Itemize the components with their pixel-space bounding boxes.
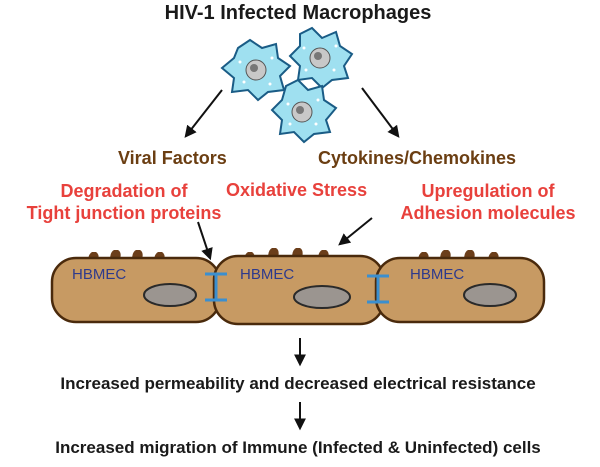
outcome-migration: Increased migration of Immune (Infected … <box>55 438 541 457</box>
junction-icon <box>205 272 227 302</box>
tight-junction-line-2: Tight junction proteins <box>26 203 222 223</box>
arrow-icon <box>184 89 223 138</box>
diagram-title: HIV-1 Infected Macrophages <box>164 2 432 24</box>
adhesion-line-2: Adhesion molecules <box>400 203 576 223</box>
arrow-icon <box>338 217 373 246</box>
arrow-icon <box>197 221 213 261</box>
cytokines-label: Cytokines/Chemokines <box>318 148 517 168</box>
cell-label-3: HBMEC <box>410 266 465 283</box>
tight-junction-line-1: Degradation of <box>60 181 188 201</box>
macrophage-icon <box>220 38 292 102</box>
cell-label-2: HBMEC <box>240 266 295 283</box>
oxidative-stress-label: Oxidative Stress <box>226 180 368 200</box>
nucleus-icon <box>143 283 197 307</box>
nucleus-icon <box>463 283 517 307</box>
arrow-icon <box>361 87 400 138</box>
tight-junction-effect-label: Degradation of Tight junction proteins <box>27 180 222 224</box>
viral-factors-label: Viral Factors <box>118 148 227 168</box>
adhesion-effect-label: Upregulation of Adhesion molecules <box>400 180 575 224</box>
nucleus-icon <box>293 285 351 309</box>
junction-icon <box>367 274 389 304</box>
adhesion-line-1: Upregulation of <box>421 181 555 201</box>
macrophage-icon <box>270 78 338 144</box>
macrophage-icon <box>288 26 354 90</box>
outcome-permeability: Increased permeability and decreased ele… <box>60 374 536 393</box>
endothelial-cell-3 <box>374 256 546 324</box>
cell-label-1: HBMEC <box>72 266 127 283</box>
